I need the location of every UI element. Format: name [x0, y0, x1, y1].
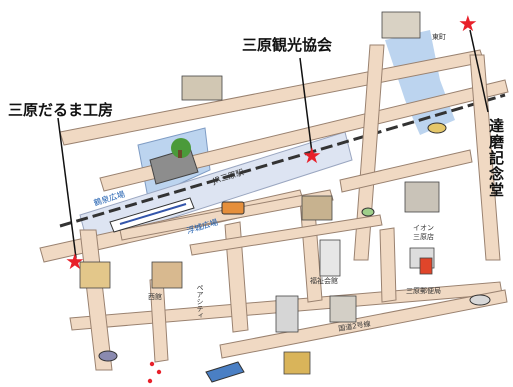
car-icon: [469, 294, 491, 306]
car-icon: [427, 122, 447, 134]
roads: [39, 44, 509, 371]
label-daruma-kinendou: 達磨記念堂: [487, 118, 505, 198]
label-post-office: 三原郵便局: [406, 287, 441, 295]
car-icon: [361, 207, 375, 217]
label-nishikan: 西館: [148, 293, 162, 301]
boat-icon: [205, 361, 245, 383]
label-kankou-kyoukai: 三原観光協会: [242, 36, 333, 54]
leader-daruma-koubou: [57, 117, 77, 259]
star-marker: ★: [65, 250, 85, 275]
label-toumachi: 東町: [432, 33, 446, 41]
label-pier-city: ペアシティ: [196, 284, 204, 319]
route-dot: [156, 369, 162, 375]
railway-line: [59, 93, 506, 228]
leader-kankou: [299, 57, 313, 154]
car-icon: [98, 350, 118, 362]
bus-icon: [221, 201, 245, 215]
star-marker: ★: [302, 144, 322, 169]
label-daruma-koubou: 三原だるま工房: [8, 101, 114, 119]
star-marker: ★: [458, 12, 478, 37]
route-dot: [149, 361, 155, 367]
castle-ruins-icon: [149, 138, 199, 185]
train-icon: [109, 197, 195, 233]
leader-kinendou: [469, 29, 489, 113]
route-dot: [147, 378, 153, 384]
label-aeon: イオン 三原店: [413, 224, 434, 242]
building-icon: [79, 11, 440, 375]
label-welfare-hall: 福祉会館: [310, 277, 338, 285]
